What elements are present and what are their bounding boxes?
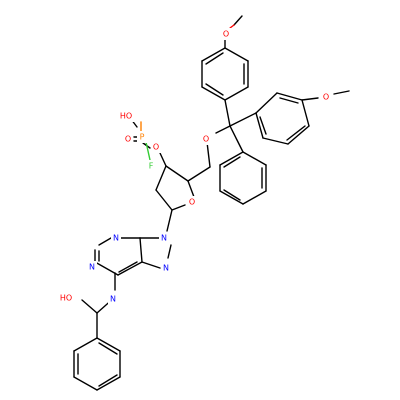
bond: [287, 125, 310, 145]
bond: [224, 86, 249, 101]
bond: [255, 92, 278, 114]
bond: [73, 376, 98, 391]
bond: [155, 165, 167, 191]
bond: [223, 156, 241, 168]
bond: [167, 244, 172, 259]
bond: [139, 237, 143, 263]
bond: [215, 125, 231, 134]
bond: [145, 141, 151, 161]
bond: [165, 165, 189, 182]
bond: [98, 237, 112, 246]
bond: [259, 116, 267, 135]
bond: [117, 261, 143, 276]
atom-label: F: [149, 162, 154, 171]
atom-label: N: [163, 264, 169, 273]
bond: [201, 86, 226, 101]
bond: [219, 151, 244, 166]
bond: [286, 125, 306, 141]
bond: [98, 342, 118, 355]
atom-label: N: [161, 234, 167, 243]
bond: [201, 47, 226, 62]
bond: [229, 24, 235, 29]
bond: [187, 166, 211, 182]
atom-oh-p: HO: [118, 110, 134, 122]
atom-o-meo1: O: [221, 28, 231, 40]
bond: [96, 376, 121, 391]
atom-label-layer: O O O O O O HO P: [58, 28, 331, 305]
bond: [94, 261, 119, 276]
bond: [333, 90, 350, 95]
atom-n7: N: [161, 262, 171, 274]
atom-f: F: [146, 160, 156, 172]
atom-n3: N: [111, 232, 121, 244]
bond: [205, 52, 224, 65]
atom-p: P: [137, 131, 147, 143]
bond: [118, 261, 138, 273]
atom-o-3p: O: [151, 141, 161, 153]
bond: [255, 112, 264, 139]
atom-label: O: [223, 30, 229, 39]
bond: [301, 99, 310, 127]
bond: [187, 180, 195, 198]
atom-label: O: [125, 135, 131, 144]
bond: [262, 137, 289, 145]
atom-label: O: [203, 135, 209, 144]
atom-label: HO: [60, 294, 72, 303]
atom-label: O: [189, 198, 195, 207]
atom-label: HO: [120, 112, 132, 121]
bond: [242, 151, 267, 166]
bond: [229, 125, 244, 153]
atom-label: O: [323, 93, 329, 102]
bond: [171, 204, 186, 211]
atom-o-ring: O: [187, 196, 197, 208]
bond: [141, 261, 161, 269]
bond: [159, 152, 167, 167]
atom-n9: N: [159, 232, 169, 244]
bond: [155, 189, 173, 211]
bond: [96, 337, 121, 352]
bond: [301, 97, 319, 101]
bond: [219, 190, 244, 205]
atom-o-meo2: O: [321, 91, 331, 103]
bond: [279, 97, 299, 104]
bond: [73, 337, 98, 352]
atom-n1: N: [87, 261, 97, 273]
atom-n6: N: [108, 293, 118, 305]
bond: [166, 209, 173, 232]
atom-label: N: [110, 295, 116, 304]
bond: [242, 190, 267, 205]
bond-layer: [73, 15, 350, 391]
bond: [224, 99, 231, 127]
atom-label: N: [89, 263, 95, 272]
bond: [205, 83, 224, 96]
bond: [223, 189, 241, 201]
atom-o-pdouble: O: [123, 133, 133, 145]
atom-oh-amide: HO: [58, 292, 74, 304]
atom-label: N: [113, 234, 119, 243]
atom-label: P: [140, 133, 145, 142]
bond: [233, 15, 243, 26]
bond: [224, 47, 249, 62]
bond: [206, 141, 211, 168]
bond: [276, 92, 303, 101]
bond: [81, 299, 98, 314]
bond: [98, 374, 118, 387]
atom-label: O: [153, 143, 159, 152]
atom-o-ether: O: [201, 133, 211, 145]
bond: [229, 112, 257, 127]
